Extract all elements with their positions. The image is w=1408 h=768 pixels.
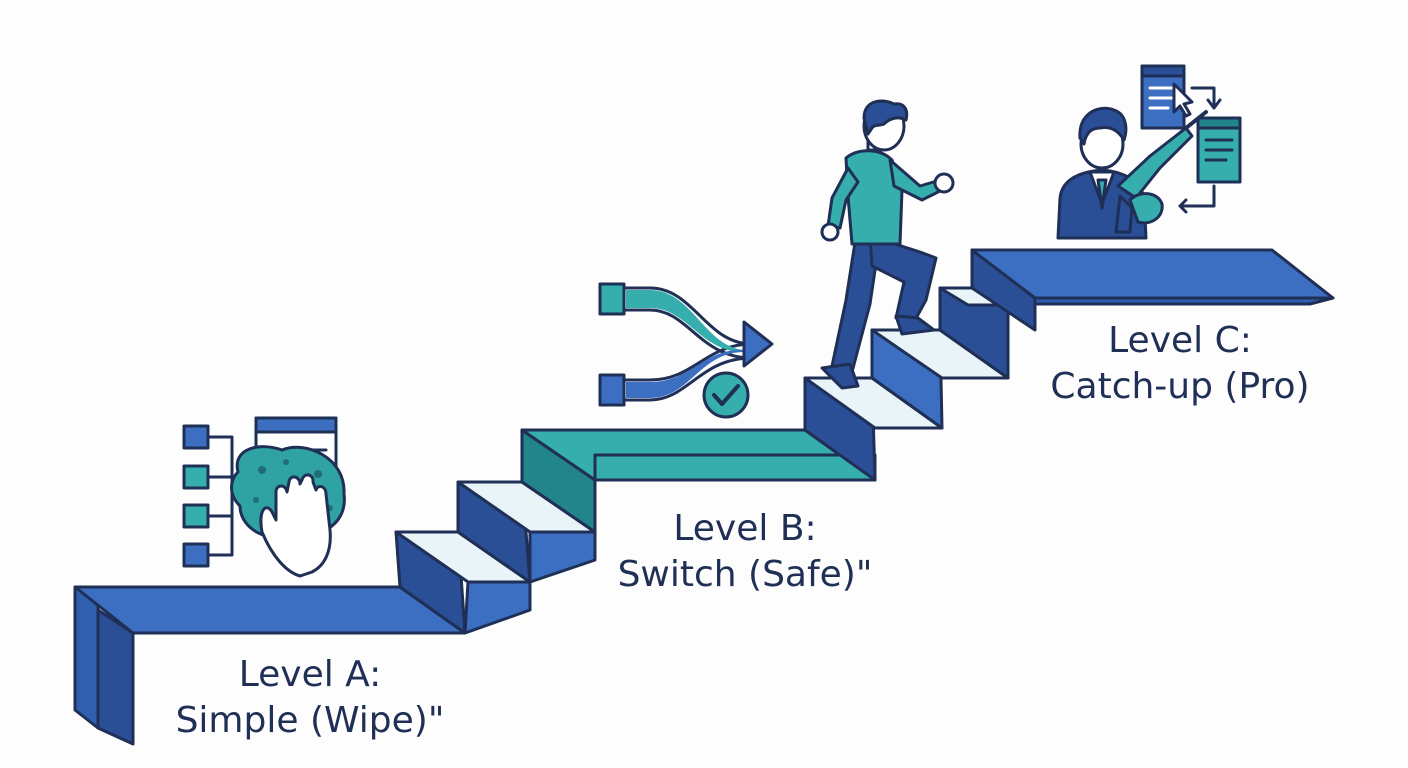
level-a-title: Level A:: [238, 654, 382, 695]
level-b-label: Level B: Switch (Safe)": [595, 506, 895, 598]
level-c-platform: [970, 248, 1335, 332]
level-a-label: Level A: Simple (Wipe)": [160, 652, 460, 744]
level-a-subtitle: Simple (Wipe)": [175, 700, 445, 741]
level-b-subtitle: Switch (Safe)": [617, 554, 873, 595]
professional-with-tool-icon: [1056, 64, 1242, 240]
switch-arrows-check-icon: [598, 282, 774, 419]
level-a-platform: [73, 585, 467, 746]
level-b-title: Level B:: [673, 508, 817, 549]
level-b-platform: [520, 428, 877, 534]
wipe-sponge-hand-icon: [182, 416, 346, 578]
stairs-lower: [394, 480, 597, 635]
level-c-subtitle: Catch-up (Pro): [1050, 366, 1310, 407]
level-c-title: Level C:: [1108, 320, 1252, 361]
level-c-label: Level C: Catch-up (Pro): [1030, 318, 1330, 410]
climbing-person-icon: [820, 99, 955, 390]
